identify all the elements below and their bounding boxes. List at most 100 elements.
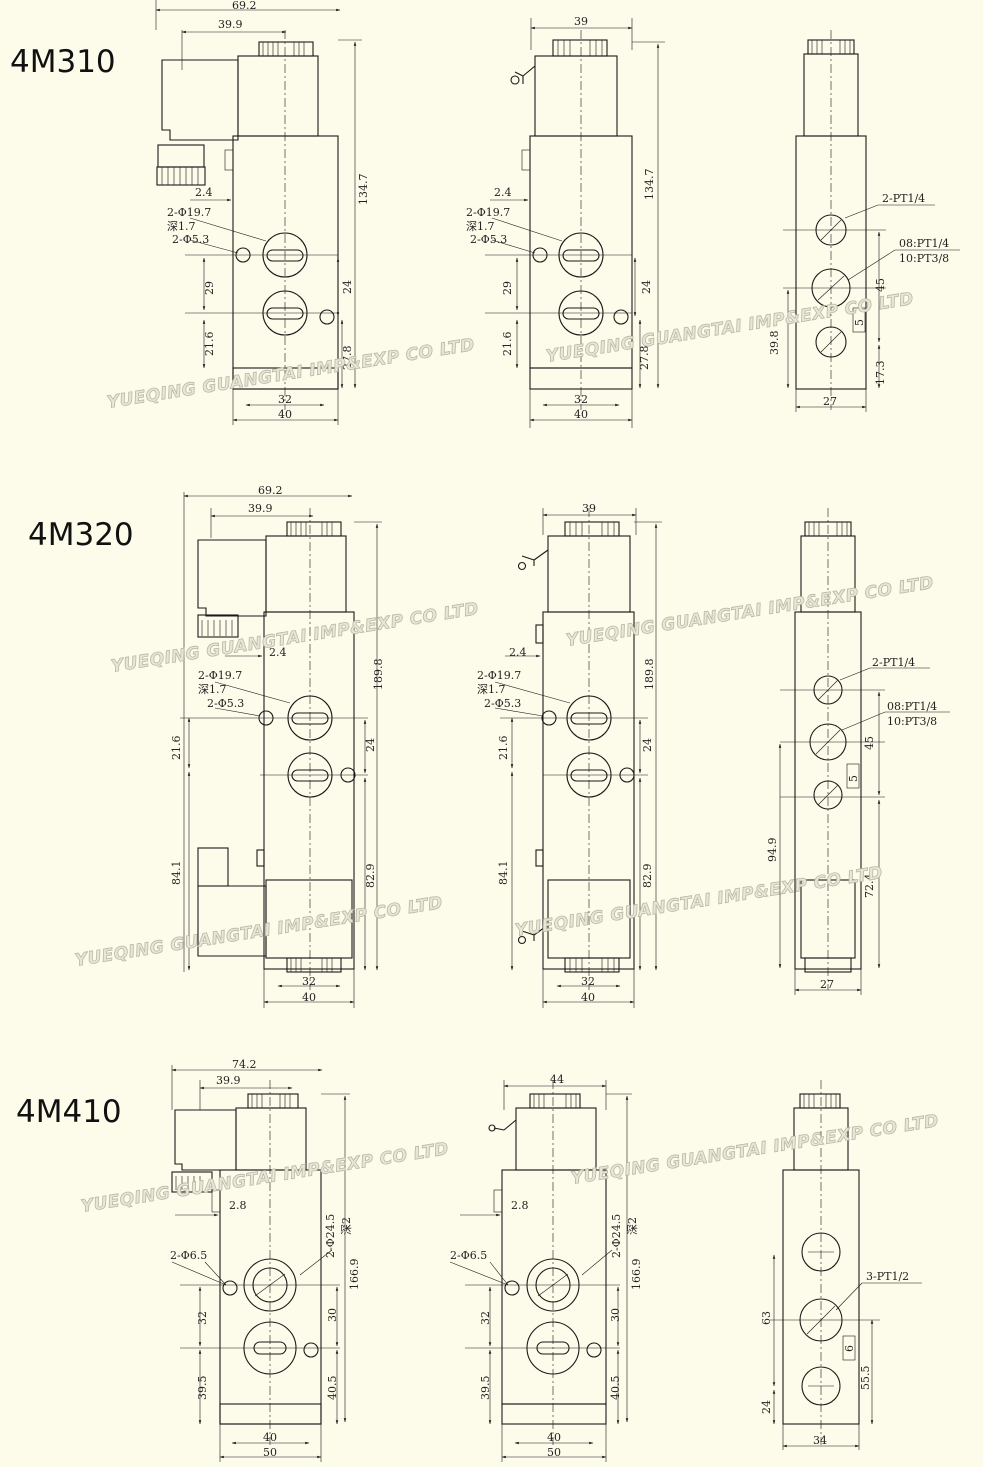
view-4m320-side bbox=[494, 508, 662, 1008]
view-4m310-end bbox=[783, 30, 960, 412]
dim-4m410-front-pitch-right: 30 bbox=[326, 1308, 339, 1322]
dim-4m320-front-height: 189.8 bbox=[372, 659, 385, 691]
dim-4m310-front-base-inner: 32 bbox=[278, 393, 292, 406]
dim-4m410-end-d1: 63 bbox=[760, 1311, 773, 1325]
dim-4m410-side-offset: 2.8 bbox=[511, 1199, 529, 1212]
label-4m410-side-hole-large: 2-Φ24.5 bbox=[610, 1214, 623, 1258]
dim-4m310-front-lower: 21.6 bbox=[203, 332, 216, 357]
label-4m310-end-port-c: 10:PT3/8 bbox=[899, 252, 949, 265]
dim-4m310-front-height: 134.7 bbox=[357, 174, 370, 206]
dim-4m320-end-d2: 5 bbox=[847, 775, 860, 782]
dim-4m410-front-offset: 2.8 bbox=[229, 1199, 247, 1212]
view-4m320-end bbox=[778, 508, 950, 995]
dim-4m320-front-left-lower: 84.1 bbox=[170, 861, 183, 886]
label-4m320-end-port-b: 08:PT1/4 bbox=[887, 700, 937, 713]
watermark-text: YUEQING GUANGTAI IMP&EXP CO LTD bbox=[80, 1139, 451, 1217]
dim-4m310-end-width: 27 bbox=[823, 395, 837, 408]
dim-4m320-front-left-upper: 21.6 bbox=[170, 736, 183, 761]
model-label-4m320: 4M320 bbox=[28, 517, 134, 553]
label-4m310-front-hole-small: 2-Φ5.3 bbox=[172, 233, 209, 246]
dim-4m410-front-base-outer: 50 bbox=[263, 1446, 277, 1459]
label-4m410-front-hole-large: 2-Φ24.5 bbox=[324, 1214, 337, 1258]
view-4m410-end bbox=[770, 1080, 922, 1450]
dim-4m310-front-base-outer: 40 bbox=[278, 408, 292, 421]
label-4m320-front-hole-small: 2-Φ5.3 bbox=[207, 697, 244, 710]
dim-4m310-front-lower-right: 27.8 bbox=[341, 346, 354, 371]
dim-4m310-side-base-outer: 40 bbox=[574, 408, 588, 421]
dim-4m320-end-d1: 45 bbox=[863, 736, 876, 750]
dim-4m310-front-pitch: 29 bbox=[203, 281, 216, 295]
dim-4m320-end-width: 27 bbox=[820, 978, 834, 991]
dim-4m410-side-pitch: 32 bbox=[479, 1311, 492, 1325]
watermark-text: YUEQING GUANGTAI IMP&EXP CO LTD bbox=[110, 599, 481, 677]
dim-4m410-front-total-width: 74.2 bbox=[232, 1058, 257, 1071]
view-4m410-side bbox=[449, 1080, 632, 1462]
label-4m410-side-depth: 深2 bbox=[626, 1217, 639, 1235]
label-4m310-side-depth: 深1.7 bbox=[466, 220, 495, 233]
dim-4m410-front-coil-width: 39.9 bbox=[216, 1074, 241, 1087]
dim-4m410-side-base-inner: 40 bbox=[547, 1431, 561, 1444]
dim-4m410-end-width: 34 bbox=[813, 1434, 827, 1447]
dim-4m320-side-left-lower: 84.1 bbox=[497, 861, 510, 886]
dim-4m310-side-pitch: 29 bbox=[501, 281, 514, 295]
dim-4m310-side-offset: 2.4 bbox=[494, 186, 512, 199]
dim-4m320-side-top-width: 39 bbox=[582, 502, 596, 515]
dim-4m310-front-total-width: 69.2 bbox=[232, 0, 257, 12]
watermark-text: YUEQING GUANGTAI IMP&EXP CO LTD bbox=[74, 893, 445, 971]
dim-4m320-side-pitch-right: 24 bbox=[641, 738, 654, 752]
dim-4m320-side-lower-right: 82.9 bbox=[641, 864, 654, 889]
view-4m320-front bbox=[180, 492, 382, 1008]
dim-4m320-front-total-width: 69.2 bbox=[258, 484, 283, 497]
dim-4m410-front-base-inner: 40 bbox=[263, 1431, 277, 1444]
dim-4m320-front-base-outer: 40 bbox=[302, 991, 316, 1004]
view-4m410-front bbox=[171, 1065, 350, 1462]
label-4m320-front-depth: 深1.7 bbox=[198, 683, 227, 696]
label-4m410-side-hole-small: 2-Φ6.5 bbox=[450, 1249, 487, 1262]
dim-4m410-front-lower-right: 40.5 bbox=[326, 1376, 339, 1401]
dim-4m320-front-lower-right: 82.9 bbox=[364, 864, 377, 889]
watermark-text: YUEQING GUANGTAI IMP&EXP CO LTD bbox=[545, 289, 916, 367]
dim-4m410-side-base-outer: 50 bbox=[547, 1446, 561, 1459]
model-label-4m310: 4M310 bbox=[10, 44, 116, 80]
dim-4m320-front-coil-width: 39.9 bbox=[248, 502, 273, 515]
dim-4m320-side-height: 189.8 bbox=[643, 659, 656, 691]
label-4m410-end-port-a: 3-PT1/2 bbox=[866, 1270, 909, 1283]
dim-4m410-end-d3: 55.5 bbox=[859, 1366, 872, 1391]
dim-4m410-side-pitch-right: 30 bbox=[609, 1308, 622, 1322]
dim-4m310-side-base-inner: 32 bbox=[574, 393, 588, 406]
dim-4m410-side-top-width: 44 bbox=[550, 1073, 564, 1086]
dim-4m320-front-offset: 2.4 bbox=[269, 646, 287, 659]
label-4m310-side-hole-small: 2-Φ5.3 bbox=[470, 233, 507, 246]
label-4m310-end-port-b: 08:PT1/4 bbox=[899, 237, 949, 250]
dim-4m320-side-offset: 2.4 bbox=[509, 646, 527, 659]
label-4m310-side-hole-large: 2-Φ19.7 bbox=[466, 206, 510, 219]
dim-4m320-front-base-inner: 32 bbox=[302, 975, 316, 988]
dim-4m310-end-d2: 5 bbox=[853, 319, 866, 326]
watermark-text: YUEQING GUANGTAI IMP&EXP CO LTD bbox=[570, 1111, 941, 1189]
watermark-text: YUEQING GUANGTAI IMP&EXP CO LTD bbox=[514, 863, 885, 941]
dim-4m310-front-offset: 2.4 bbox=[195, 186, 213, 199]
dim-4m320-side-base-outer: 40 bbox=[581, 991, 595, 1004]
view-4m310-front bbox=[155, 0, 362, 425]
dim-4m310-side-lower: 21.6 bbox=[501, 332, 514, 357]
dim-4m410-side-lower-right: 40.5 bbox=[609, 1376, 622, 1401]
dim-4m310-end-d4: 17.3 bbox=[874, 361, 887, 386]
label-4m320-side-hole-small: 2-Φ5.3 bbox=[484, 697, 521, 710]
label-4m310-front-hole-large: 2-Φ19.7 bbox=[167, 206, 211, 219]
label-4m410-front-hole-small: 2-Φ6.5 bbox=[170, 1249, 207, 1262]
dim-4m410-side-height: 166.9 bbox=[630, 1259, 643, 1291]
dim-4m320-front-pitch-right: 24 bbox=[364, 738, 377, 752]
dim-4m410-front-height: 166.9 bbox=[348, 1259, 361, 1291]
dim-4m320-side-left-upper: 21.6 bbox=[497, 736, 510, 761]
dim-4m310-front-coil-width: 39.9 bbox=[218, 18, 243, 31]
label-4m320-side-hole-large: 2-Φ19.7 bbox=[477, 669, 521, 682]
dim-4m410-front-pitch: 32 bbox=[196, 1311, 209, 1325]
label-4m320-end-port-a: 2-PT1/4 bbox=[872, 656, 915, 669]
dim-4m410-end-d4: 24 bbox=[760, 1400, 773, 1414]
dim-4m310-front-pitch-right: 24 bbox=[341, 280, 354, 294]
dim-4m410-front-lower: 39.5 bbox=[196, 1376, 209, 1401]
dim-4m310-side-lower-right: 27.8 bbox=[638, 346, 651, 371]
dim-4m320-end-d4: 72.4 bbox=[863, 874, 876, 899]
label-4m410-front-depth: 深2 bbox=[340, 1217, 353, 1235]
